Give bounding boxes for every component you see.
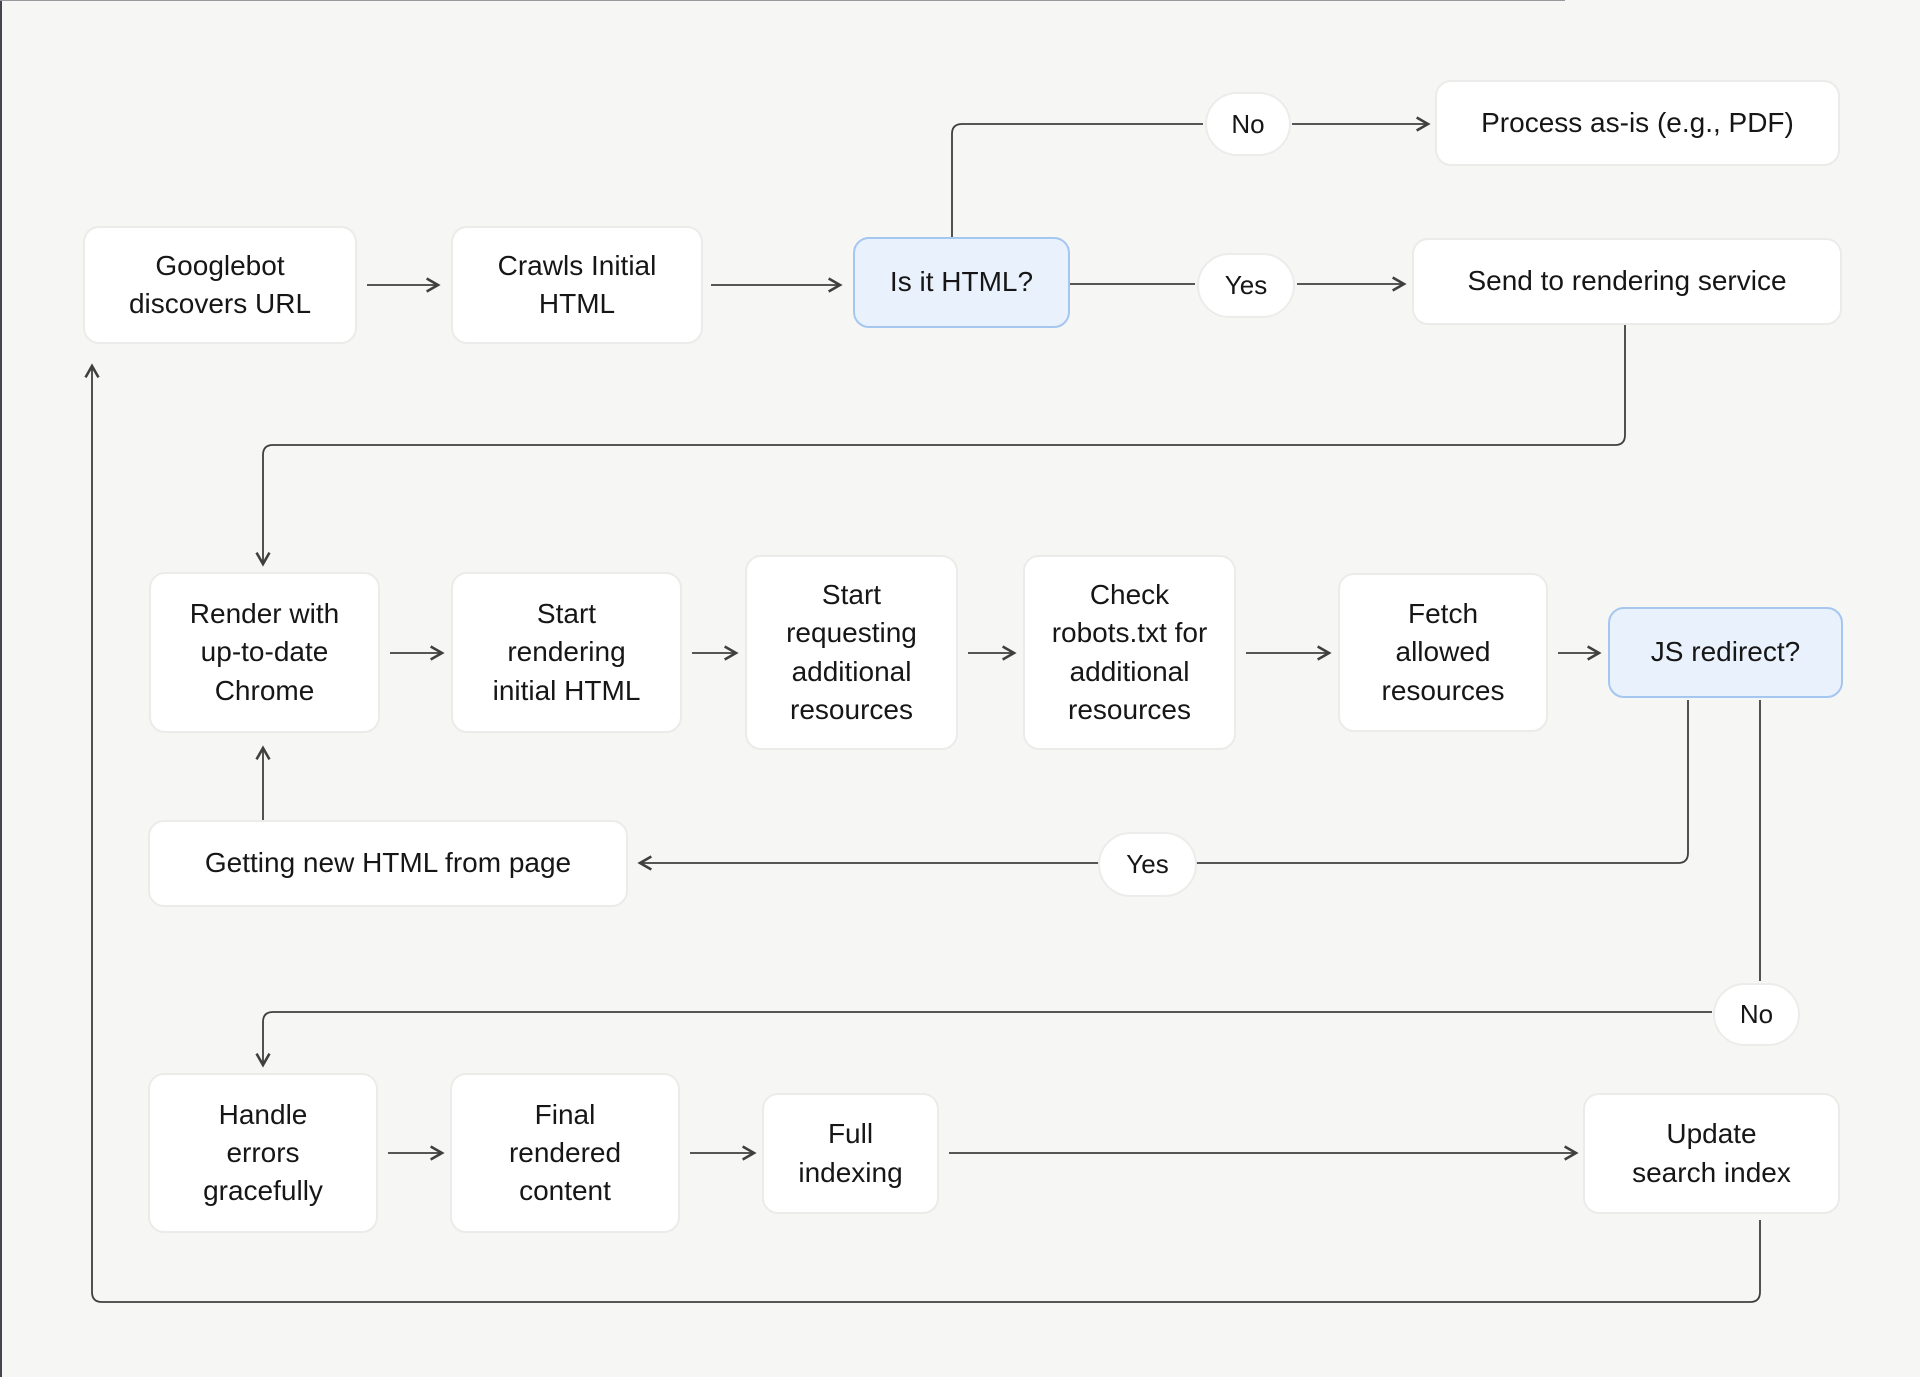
edge-label-yes-html: Yes xyxy=(1197,253,1295,318)
node-label: Googlebot discovers URL xyxy=(128,249,312,319)
window-edge-top xyxy=(0,0,1565,1)
node-check-robots-txt: Check robots.txt for additional resource… xyxy=(1023,555,1236,750)
edge-label-no-redirect: No xyxy=(1713,983,1800,1046)
edge-ishtml-no xyxy=(951,123,1203,237)
node-label: Full indexing xyxy=(798,1118,903,1188)
node-start-rendering-initial-html: Start rendering initial HTML xyxy=(451,572,682,733)
node-label: Render with up-to-date Chrome xyxy=(189,598,340,706)
edge-jsredirect-yes-getting xyxy=(637,700,1689,871)
edge-label-text: Yes xyxy=(1126,849,1169,879)
edge-label-text: No xyxy=(1739,999,1774,1029)
node-getting-new-html: Getting new HTML from page xyxy=(148,820,628,907)
node-label: Handle errors gracefully xyxy=(203,1098,323,1207)
node-label: Send to rendering service xyxy=(1467,265,1787,297)
node-handle-errors: Handle errors gracefully xyxy=(148,1073,378,1233)
edge-no-handle xyxy=(255,1011,1712,1068)
edge-update-googlebot-loop xyxy=(84,363,1761,1303)
node-label: Update search index xyxy=(1632,1118,1791,1188)
edge-send-render xyxy=(255,325,1626,567)
node-label: Fetch allowed resources xyxy=(1381,598,1505,706)
edge-label-yes-redirect: Yes xyxy=(1098,832,1197,897)
node-label: Start requesting additional resources xyxy=(786,579,917,725)
node-fetch-allowed-resources: Fetch allowed resources xyxy=(1338,573,1548,732)
window-edge-left xyxy=(0,0,2,1377)
node-final-rendered-content: Final rendered content xyxy=(450,1073,680,1233)
edge-label-text: Yes xyxy=(1224,270,1268,300)
node-label: Process as-is (e.g., PDF) xyxy=(1481,106,1794,138)
node-label: Getting new HTML from page xyxy=(204,847,572,879)
node-label: Crawls Initial HTML xyxy=(497,249,657,319)
edge-label-text: No xyxy=(1231,108,1265,139)
node-crawls-initial-html: Crawls Initial HTML xyxy=(451,226,703,344)
node-full-indexing: Full indexing xyxy=(762,1093,939,1214)
node-start-requesting-resources: Start requesting additional resources xyxy=(745,555,958,750)
node-render-with-chrome: Render with up-to-date Chrome xyxy=(149,572,380,733)
node-is-it-html: Is it HTML? xyxy=(853,237,1070,328)
node-js-redirect: JS redirect? xyxy=(1608,607,1843,698)
node-label: Start rendering initial HTML xyxy=(492,598,641,706)
node-label: Final rendered content xyxy=(508,1098,622,1207)
node-update-search-index: Update search index xyxy=(1583,1093,1840,1214)
node-label: JS redirect? xyxy=(1650,636,1801,668)
node-send-to-rendering-service: Send to rendering service xyxy=(1412,238,1842,325)
node-googlebot-discovers-url: Googlebot discovers URL xyxy=(83,226,357,344)
node-label: Is it HTML? xyxy=(889,266,1034,298)
edge-label-no-html: No xyxy=(1205,92,1291,156)
node-process-as-is: Process as-is (e.g., PDF) xyxy=(1435,80,1840,166)
node-label: Check robots.txt for additional resource… xyxy=(1051,579,1208,725)
